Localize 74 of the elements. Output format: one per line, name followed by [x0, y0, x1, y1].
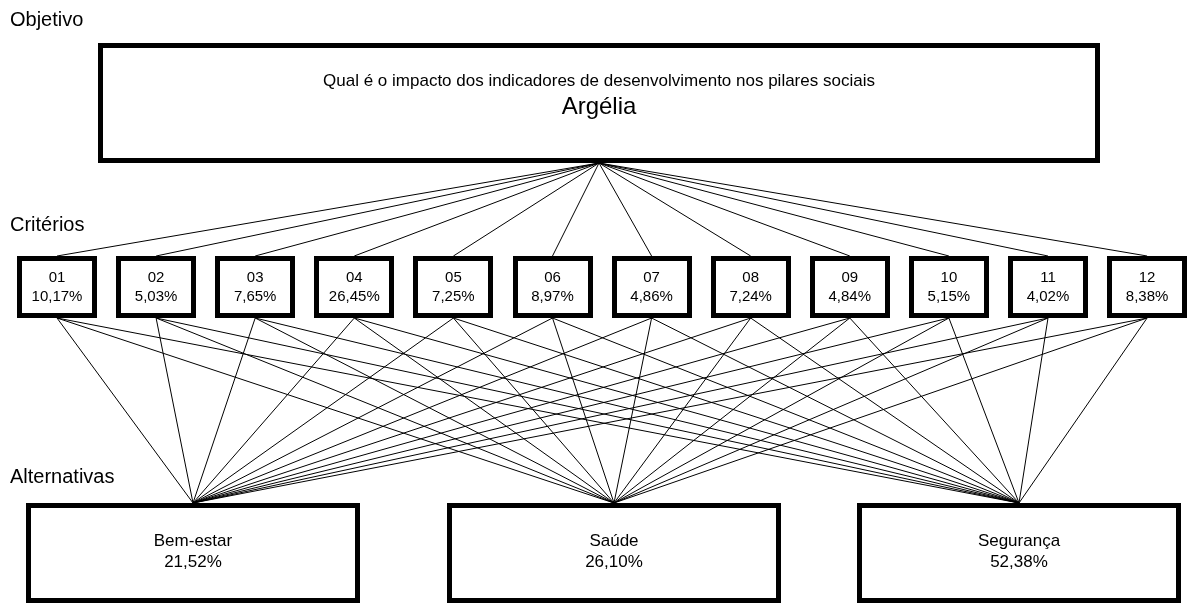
node-text: 7,24%: [729, 287, 772, 306]
node-text: 11: [1040, 268, 1056, 287]
connector-line: [849, 317, 1020, 504]
alternative-box: [857, 503, 1181, 603]
node-text: 7,65%: [233, 287, 277, 306]
alternative-box: [447, 503, 781, 603]
node-text: 08: [742, 268, 760, 287]
connector-line: [1018, 317, 1148, 504]
connector-line: [192, 317, 355, 504]
criterion-box: [710, 256, 791, 318]
node-text: 01: [48, 268, 66, 287]
connector-line: [155, 317, 194, 504]
objective-box: [98, 43, 1100, 163]
node-text: 10,17%: [31, 287, 83, 306]
connector-line: [598, 162, 752, 257]
criterion-box: [215, 256, 296, 318]
criterion-box: [512, 256, 593, 318]
alternative-box: [26, 503, 360, 603]
node-text: Saúde: [589, 530, 639, 552]
node-text: 05: [445, 268, 462, 287]
connector-line: [598, 162, 653, 257]
connector-line: [192, 317, 454, 504]
connector-line: [613, 317, 851, 504]
node-text: 12: [1138, 268, 1156, 287]
node-text: 5,15%: [927, 287, 971, 306]
criterion-box: [908, 256, 989, 318]
node-text: Argélia: [561, 91, 637, 122]
criterion-box: [116, 256, 197, 318]
node-text: 4,86%: [630, 287, 673, 306]
node-text: 8,38%: [1125, 287, 1169, 306]
node-text: 09: [841, 268, 859, 287]
connector-line: [192, 317, 256, 504]
node-text: 03: [246, 268, 264, 287]
level-label: Objetivo: [10, 8, 84, 31]
connector-line: [598, 162, 851, 257]
node-text: 04: [345, 268, 363, 287]
connector-line: [1018, 317, 1049, 504]
node-text: 4,84%: [828, 287, 872, 306]
criterion-box: [809, 256, 890, 318]
node-text: Bem-estar: [153, 530, 233, 552]
node-text: 26,45%: [328, 287, 380, 306]
connector-line: [552, 317, 615, 504]
node-text: 02: [147, 268, 165, 287]
connector-line: [613, 317, 752, 504]
criterion-box: [413, 256, 494, 318]
node-text: 5,03%: [134, 287, 178, 306]
connector-line: [452, 317, 615, 504]
criterion-box: [1008, 256, 1088, 318]
node-text: 4,02%: [1026, 287, 1070, 306]
criterion-box: [1107, 256, 1187, 318]
connector-line: [552, 162, 600, 257]
connector-line: [948, 317, 1020, 504]
node-text: 21,52%: [164, 551, 222, 573]
connector-line: [56, 317, 194, 504]
criterion-box: [17, 256, 97, 318]
node-text: 26,10%: [585, 551, 643, 573]
node-text: Qual é o impacto dos indicadores de desenvolvimento nos pilares sociais: [323, 70, 875, 92]
connector-line: [353, 317, 615, 504]
node-text: 52,38%: [990, 551, 1048, 573]
connector-line: [750, 317, 1020, 504]
criterion-box: [314, 256, 395, 318]
connector-line: [613, 317, 653, 504]
connector-line: [192, 317, 553, 504]
node-text: 07: [643, 268, 660, 287]
criterion-box: [611, 256, 692, 318]
node-text: Segurança: [977, 530, 1061, 552]
node-text: 06: [544, 268, 561, 287]
node-text: 10: [940, 268, 958, 287]
node-text: 7,25%: [432, 287, 475, 306]
connector-line: [353, 162, 600, 257]
connector-line: [452, 162, 600, 257]
node-text: 8,97%: [531, 287, 574, 306]
connector-line: [155, 317, 615, 504]
connector-line: [613, 317, 950, 504]
